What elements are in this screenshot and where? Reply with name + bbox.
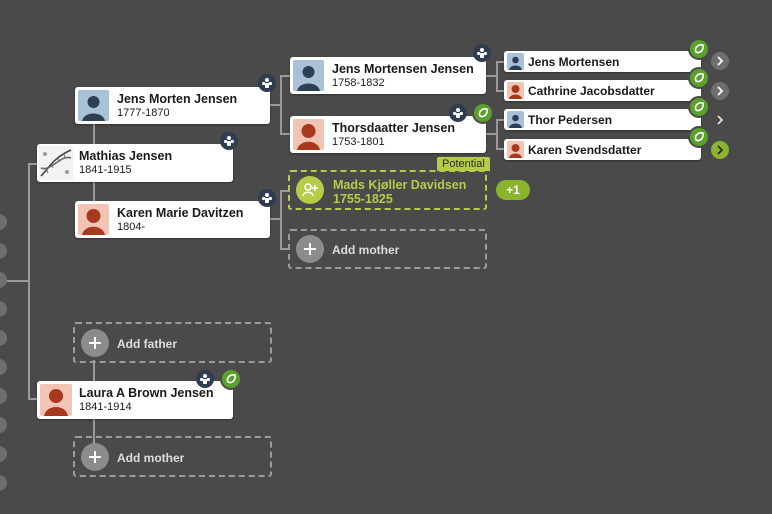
person-name: Thor Pedersen bbox=[528, 113, 613, 127]
chevron-right-icon[interactable] bbox=[711, 82, 729, 100]
family-icon[interactable] bbox=[220, 132, 238, 150]
person-card-laura-a-brown-jensen[interactable]: Laura A Brown Jensen 1841-1914 bbox=[37, 381, 233, 419]
connector-line bbox=[270, 218, 280, 220]
person-dates: 1804- bbox=[117, 221, 146, 233]
female-avatar-icon bbox=[507, 82, 524, 99]
person-card-cathrine-jacobsdatter[interactable]: Cathrine Jacobsdatter bbox=[504, 80, 701, 101]
connector-line bbox=[280, 190, 290, 192]
connector-line bbox=[496, 61, 504, 63]
potential-person-name: Mads Kjøller Davidsen bbox=[333, 178, 467, 192]
connector-line bbox=[280, 190, 282, 250]
person-dates: 1841-1915 bbox=[79, 164, 132, 176]
person-dates: 1758-1832 bbox=[332, 77, 385, 89]
left-nav-button[interactable] bbox=[0, 388, 7, 404]
potential-person-dates: 1755-1825 bbox=[333, 192, 393, 206]
person-name: Mathias Jensen bbox=[79, 149, 173, 163]
chevron-right-icon[interactable] bbox=[711, 141, 729, 159]
person-card-thor-pedersen[interactable]: Thor Pedersen bbox=[504, 109, 701, 130]
female-avatar-icon bbox=[293, 119, 324, 150]
left-nav-button[interactable] bbox=[0, 272, 7, 288]
add-mother-label: Add mother bbox=[117, 451, 185, 465]
person-name: Karen Svendsdatter bbox=[528, 143, 642, 157]
potential-father-card[interactable]: Mads Kjøller Davidsen 1755-1825 bbox=[288, 170, 487, 210]
record-hint-icon[interactable] bbox=[688, 67, 710, 89]
family-icon[interactable] bbox=[473, 44, 491, 62]
add-mother-label: Add mother bbox=[332, 243, 400, 257]
connector-line bbox=[280, 75, 290, 77]
more-potential-button[interactable]: +1 bbox=[496, 180, 530, 200]
add-mother-button[interactable]: Add mother bbox=[288, 229, 487, 269]
connector-line bbox=[496, 119, 498, 149]
chevron-right-icon[interactable] bbox=[711, 111, 729, 129]
plus-icon bbox=[81, 443, 109, 471]
record-hint-icon[interactable] bbox=[688, 126, 710, 148]
connector-line bbox=[0, 280, 28, 282]
plus-icon bbox=[296, 235, 324, 263]
person-dates: 1753-1801 bbox=[332, 136, 385, 148]
male-avatar-icon bbox=[507, 111, 524, 128]
left-nav-button[interactable] bbox=[0, 475, 7, 491]
female-avatar-icon bbox=[40, 384, 72, 416]
person-card-thorsdaatter-jensen[interactable]: Thorsdaatter Jensen 1753-1801 bbox=[290, 116, 486, 153]
connector-line bbox=[28, 163, 30, 400]
record-hint-icon[interactable] bbox=[220, 368, 242, 390]
connector-line bbox=[28, 398, 38, 400]
connector-line bbox=[280, 248, 290, 250]
person-name: Jens Mortensen bbox=[528, 55, 620, 69]
male-avatar-icon bbox=[507, 53, 524, 70]
connector-line bbox=[486, 133, 496, 135]
connector-line bbox=[496, 148, 504, 150]
record-hint-icon[interactable] bbox=[688, 38, 710, 60]
chevron-right-icon[interactable] bbox=[711, 52, 729, 70]
record-hint-icon[interactable] bbox=[472, 102, 494, 124]
add-person-icon bbox=[296, 176, 324, 204]
left-nav-button[interactable] bbox=[0, 359, 7, 375]
left-nav-button[interactable] bbox=[0, 417, 7, 433]
person-name: Jens Morten Jensen bbox=[117, 92, 238, 106]
person-name: Thorsdaatter Jensen bbox=[332, 121, 455, 135]
person-dates: 1777-1870 bbox=[117, 107, 170, 119]
male-avatar-icon bbox=[293, 60, 324, 91]
person-name: Cathrine Jacobsdatter bbox=[528, 84, 655, 98]
connector-line bbox=[496, 119, 504, 121]
plus-icon bbox=[81, 329, 109, 357]
connector-line bbox=[270, 104, 280, 106]
left-nav-button[interactable] bbox=[0, 446, 7, 462]
person-name: Karen Marie Davitzen bbox=[117, 206, 244, 220]
connector-line bbox=[280, 133, 290, 135]
add-mother-button[interactable]: Add mother bbox=[73, 436, 272, 477]
person-name: Jens Mortensen Jensen bbox=[332, 62, 474, 76]
female-avatar-icon bbox=[507, 141, 524, 158]
person-dates: 1841-1914 bbox=[79, 401, 132, 413]
connector-line bbox=[496, 61, 498, 91]
dna-icon bbox=[39, 146, 73, 180]
female-avatar-icon bbox=[78, 204, 109, 235]
family-icon[interactable] bbox=[258, 189, 276, 207]
connector-line bbox=[496, 90, 504, 92]
record-hint-icon[interactable] bbox=[688, 96, 710, 118]
add-father-button[interactable]: Add father bbox=[73, 322, 272, 363]
left-nav-button[interactable] bbox=[0, 330, 7, 346]
person-name: Laura A Brown Jensen bbox=[79, 386, 214, 400]
connector-line bbox=[28, 163, 38, 165]
person-card-jens-mortensen-jensen[interactable]: Jens Mortensen Jensen 1758-1832 bbox=[290, 57, 486, 94]
left-nav-button[interactable] bbox=[0, 243, 7, 259]
male-avatar-icon bbox=[78, 90, 109, 121]
left-nav-button[interactable] bbox=[0, 301, 7, 317]
family-icon[interactable] bbox=[449, 104, 467, 122]
person-card-karen-svendsdatter[interactable]: Karen Svendsdatter bbox=[504, 139, 701, 160]
person-card-mathias-jensen[interactable]: Mathias Jensen 1841-1915 bbox=[37, 144, 233, 182]
person-card-jens-mortensen[interactable]: Jens Mortensen bbox=[504, 51, 701, 72]
add-father-label: Add father bbox=[117, 337, 177, 351]
connector-line bbox=[486, 75, 496, 77]
person-card-jens-morten-jensen[interactable]: Jens Morten Jensen 1777-1870 bbox=[75, 87, 270, 124]
left-nav-button[interactable] bbox=[0, 214, 7, 230]
person-card-karen-marie-davitzen[interactable]: Karen Marie Davitzen 1804- bbox=[75, 201, 270, 238]
family-icon[interactable] bbox=[196, 370, 214, 388]
family-icon[interactable] bbox=[258, 74, 276, 92]
potential-tag: Potential bbox=[437, 157, 490, 171]
connector-line bbox=[280, 75, 282, 135]
